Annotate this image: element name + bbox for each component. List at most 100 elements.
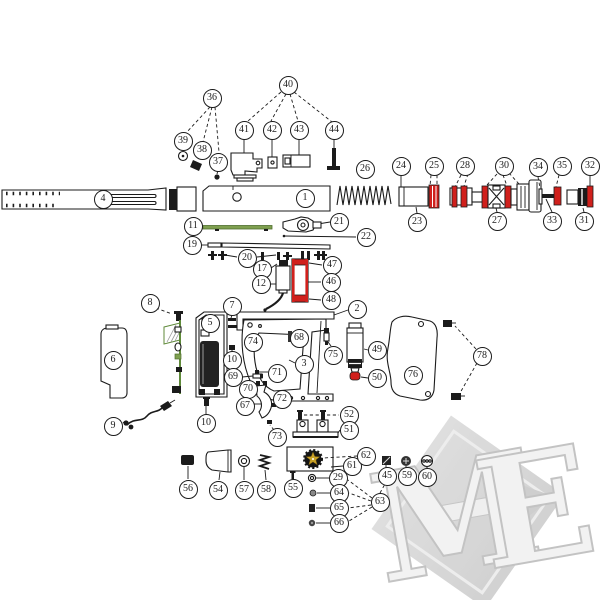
callout-9: 9 <box>103 416 123 436</box>
callout-33: 33 <box>542 211 562 231</box>
trigger-blade <box>255 384 273 419</box>
callout-11: 11 <box>183 216 203 236</box>
callout-30: 30 <box>494 156 514 176</box>
sight-rail-cluster <box>230 91 340 182</box>
callout-36: 36 <box>202 88 222 108</box>
callout-45: 45 <box>377 466 397 486</box>
callout-76: 76 <box>403 365 423 385</box>
circuit-board <box>163 320 182 394</box>
battery-wire <box>117 399 176 430</box>
callout-68: 68 <box>289 328 309 348</box>
callout-54: 54 <box>208 480 228 500</box>
bolt-assembly <box>398 174 440 214</box>
callout-25: 25 <box>424 156 444 176</box>
callout-7: 7 <box>222 296 242 316</box>
callout-51: 51 <box>339 420 359 440</box>
callout-61: 61 <box>342 456 362 476</box>
callout-40: 40 <box>278 75 298 95</box>
grip-frame-side <box>195 311 235 414</box>
callout-28: 28 <box>455 156 475 176</box>
detent-pin-75 <box>323 328 332 347</box>
callout-43: 43 <box>289 120 309 140</box>
volumizer <box>346 322 369 381</box>
callout-26: 26 <box>355 159 375 179</box>
frame-spacers <box>228 314 237 328</box>
callout-22: 22 <box>356 227 376 247</box>
callout-55: 55 <box>283 478 303 498</box>
callout-63: 63 <box>370 492 390 512</box>
callout-5: 5 <box>200 313 220 333</box>
callout-66: 66 <box>329 513 349 533</box>
callout-34: 34 <box>528 157 548 177</box>
callout-10-b: 10 <box>196 413 216 433</box>
callout-75: 75 <box>323 345 343 365</box>
main-spring <box>336 185 392 206</box>
callout-39: 39 <box>173 131 193 151</box>
watermark-logo: M E <box>358 411 600 600</box>
panel-screws-78 <box>443 320 478 400</box>
grip-screw-8 <box>155 307 183 321</box>
callout-20: 20 <box>237 248 257 268</box>
callout-27: 27 <box>487 211 507 231</box>
bracket-51 <box>292 419 341 438</box>
callout-23: 23 <box>407 212 427 232</box>
callout-71: 71 <box>267 363 287 383</box>
callout-4: 4 <box>93 189 113 209</box>
cocking-rod <box>202 225 273 231</box>
callout-74: 74 <box>243 332 263 352</box>
oring-column <box>307 473 386 527</box>
lpr-cylinder <box>291 258 323 303</box>
callout-57: 57 <box>234 480 254 500</box>
ram-cylinder <box>263 260 291 312</box>
rail-screws <box>208 251 327 260</box>
valve-plug <box>566 176 594 213</box>
callout-8: 8 <box>140 293 160 313</box>
callout-49: 49 <box>367 340 387 360</box>
rear-sight-part <box>230 152 263 176</box>
callout-50: 50 <box>367 368 387 388</box>
callout-47: 47 <box>322 255 342 275</box>
callout-69: 69 <box>223 367 243 387</box>
bottom-small-parts <box>181 449 273 481</box>
callout-58: 58 <box>256 480 276 500</box>
callout-60: 60 <box>417 467 437 487</box>
callout-44: 44 <box>324 120 344 140</box>
callout-59: 59 <box>397 466 417 486</box>
callout-3: 3 <box>294 354 314 374</box>
bottom-rail <box>201 242 331 250</box>
cocking-handle <box>282 216 331 233</box>
trigger-frame <box>236 309 349 402</box>
grip-panel-right <box>386 315 438 401</box>
callout-65: 65 <box>329 498 349 518</box>
callout-42: 42 <box>262 120 282 140</box>
link-rod <box>282 234 357 238</box>
detent-box-55 <box>286 446 358 479</box>
callout-35: 35 <box>552 156 572 176</box>
callout-72: 72 <box>272 389 292 409</box>
callout-21: 21 <box>329 212 349 232</box>
callout-46: 46 <box>321 272 341 292</box>
callout-78: 78 <box>472 346 492 366</box>
valve-assembly <box>449 172 542 213</box>
callout-73: 73 <box>267 427 287 447</box>
callout-12: 12 <box>251 274 271 294</box>
callout-38: 38 <box>192 140 212 160</box>
callout-48: 48 <box>321 290 341 310</box>
callout-70: 70 <box>238 379 258 399</box>
callout-1: 1 <box>295 188 315 208</box>
callout-62: 62 <box>356 446 376 466</box>
watermark-letter-m: M <box>359 416 553 600</box>
callout-2: 2 <box>347 299 367 319</box>
callout-41: 41 <box>234 120 254 140</box>
callout-56: 56 <box>178 479 198 499</box>
callout-67: 67 <box>235 396 255 416</box>
callout-6: 6 <box>103 350 123 370</box>
callout-10-a: 10 <box>222 350 242 370</box>
callout-24: 24 <box>391 156 411 176</box>
valve-pin <box>537 174 562 213</box>
callout-19: 19 <box>182 235 202 255</box>
detent-parts-cluster <box>177 106 220 180</box>
